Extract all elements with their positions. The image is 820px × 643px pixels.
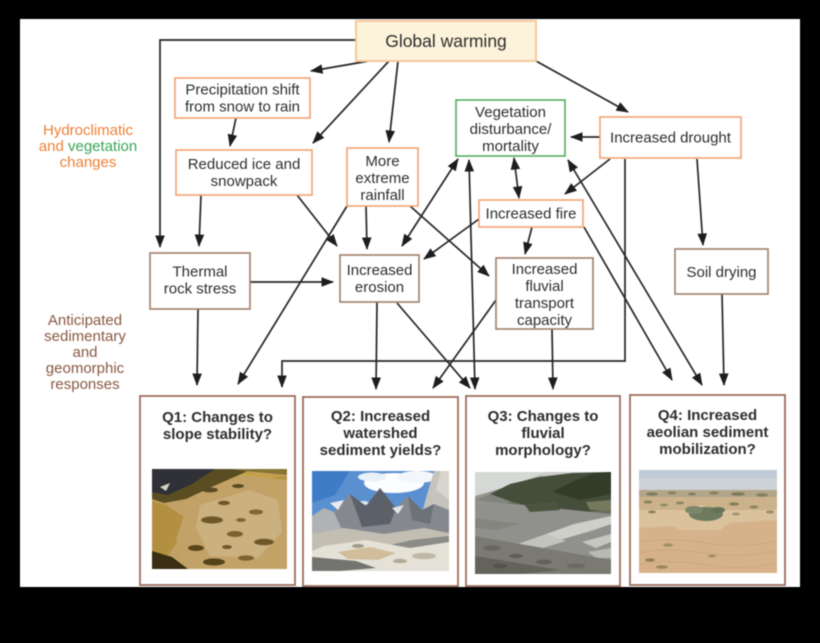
svg-text:mobilization?: mobilization? bbox=[659, 441, 756, 458]
svg-text:More: More bbox=[365, 153, 399, 170]
svg-text:erosion: erosion bbox=[355, 279, 404, 296]
svg-text:Increased drought: Increased drought bbox=[610, 130, 732, 147]
svg-text:sedimentary: sedimentary bbox=[44, 328, 126, 345]
svg-text:Vegetation: Vegetation bbox=[475, 104, 546, 121]
svg-text:slope stability?: slope stability? bbox=[163, 426, 272, 443]
svg-text:Global warming: Global warming bbox=[385, 31, 507, 51]
svg-text:morphology?: morphology? bbox=[495, 442, 591, 459]
svg-text:watershed: watershed bbox=[342, 425, 417, 442]
svg-text:Thermal: Thermal bbox=[172, 264, 227, 281]
svg-text:sediment yields?: sediment yields? bbox=[320, 442, 442, 459]
svg-text:disturbance/: disturbance/ bbox=[470, 121, 553, 138]
svg-text:Q2: Increased: Q2: Increased bbox=[331, 408, 430, 425]
svg-text:aeolian sediment: aeolian sediment bbox=[647, 424, 769, 441]
svg-text:changes: changes bbox=[60, 154, 117, 171]
svg-text:geomorphic: geomorphic bbox=[46, 360, 125, 377]
svg-text:Increased: Increased bbox=[512, 261, 578, 278]
svg-text:Hydroclimatic: Hydroclimatic bbox=[43, 122, 134, 139]
svg-text:Q4: Increased: Q4: Increased bbox=[658, 407, 757, 424]
svg-text:rainfall: rainfall bbox=[360, 187, 404, 204]
svg-text:and: and bbox=[72, 344, 97, 361]
svg-text:from snow to rain: from snow to rain bbox=[185, 99, 300, 116]
svg-text:Q3: Changes to: Q3: Changes to bbox=[488, 408, 599, 425]
svg-text:transport: transport bbox=[515, 295, 575, 312]
svg-text:mortality: mortality bbox=[482, 138, 539, 155]
svg-text:Q1: Changes to: Q1: Changes to bbox=[162, 409, 273, 426]
svg-text:and vegetation: and vegetation bbox=[39, 138, 137, 155]
svg-text:snowpack: snowpack bbox=[211, 173, 278, 190]
svg-text:capacity: capacity bbox=[517, 312, 573, 329]
svg-text:Increased fire: Increased fire bbox=[486, 206, 577, 223]
svg-text:Reduced ice and: Reduced ice and bbox=[188, 156, 301, 173]
svg-text:fluvial: fluvial bbox=[525, 278, 563, 295]
svg-text:responses: responses bbox=[50, 376, 119, 393]
svg-text:Soil drying: Soil drying bbox=[686, 264, 756, 281]
svg-text:rock stress: rock stress bbox=[164, 281, 237, 298]
svg-text:Anticipated: Anticipated bbox=[48, 312, 122, 329]
svg-text:Precipitation shift: Precipitation shift bbox=[185, 82, 300, 99]
svg-text:extreme: extreme bbox=[355, 170, 409, 187]
svg-text:Increased: Increased bbox=[347, 262, 413, 279]
svg-text:fluvial: fluvial bbox=[521, 425, 564, 442]
